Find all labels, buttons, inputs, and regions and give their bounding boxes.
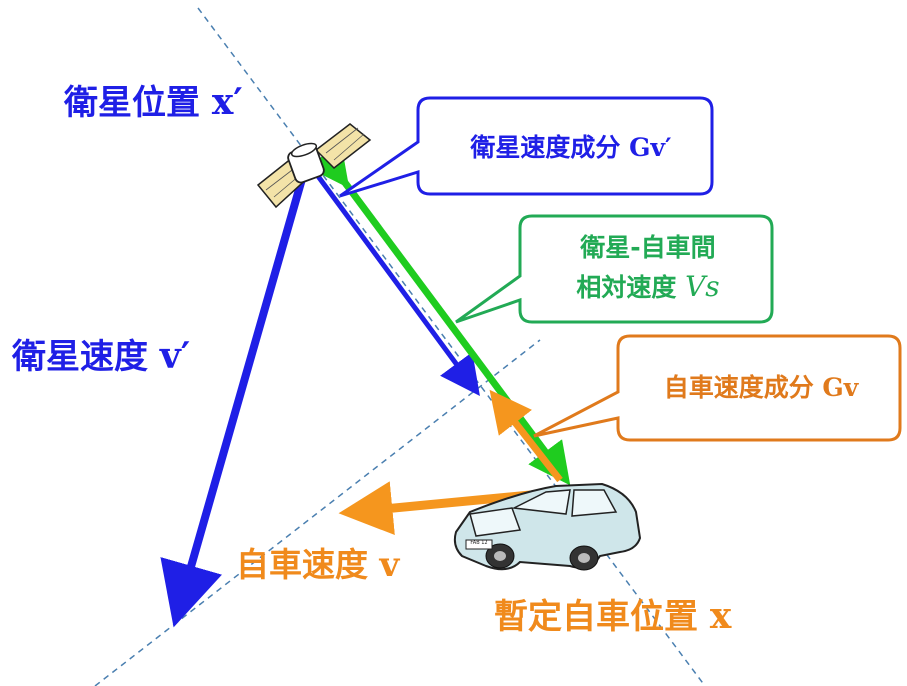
satellite-position-var: x′ xyxy=(211,81,243,123)
tentative-position-var: x xyxy=(709,595,732,637)
orthogonal-plane-dashed xyxy=(94,339,541,686)
relative-velocity-line2-wrap: 相対速度 Vs xyxy=(530,269,766,304)
satellite-icon xyxy=(256,123,372,209)
callout-relative-velocity xyxy=(455,214,774,324)
car-icon xyxy=(453,482,642,571)
satellite-position-label: 衛星位置 x′ xyxy=(64,84,243,120)
sat-velocity-component-var: Gv′ xyxy=(629,133,672,162)
car-velocity-main: 自車速度 xyxy=(236,545,368,584)
callout-sat-velocity-component xyxy=(339,96,714,198)
sat-velocity-component-main: 衛星速度成分 xyxy=(470,133,621,162)
license-plate xyxy=(465,539,493,550)
car-velocity-component-text: 自車速度成分 Gv xyxy=(628,372,894,403)
callout-car-velocity-component xyxy=(533,334,902,442)
car-velocity-component-arrow xyxy=(489,389,563,483)
relative-velocity-line1: 衛星-自車間 xyxy=(580,233,716,262)
relative-velocity-var: Vs xyxy=(685,270,720,304)
satellite-velocity-main: 衛星速度 xyxy=(12,337,148,377)
tentative-position-label: 暫定自車位置 x xyxy=(494,598,731,634)
satellite-velocity-component-arrow xyxy=(309,166,480,397)
car-velocity-label: 自車速度 v xyxy=(236,548,399,582)
satellite-velocity-arrow xyxy=(160,163,310,628)
car-velocity-var: v xyxy=(379,545,400,585)
satellite-velocity-var: v′ xyxy=(159,335,191,377)
relative-velocity-text: 衛星-自車間 相対速度 Vs xyxy=(530,232,766,304)
tentative-position-main: 暫定自車位置 xyxy=(494,597,698,637)
license-plate-text: FAB 12 xyxy=(470,540,488,546)
sat-velocity-component-text: 衛星速度成分 Gv′ xyxy=(440,132,702,163)
car-velocity-component-var: Gv xyxy=(822,373,859,402)
relative-velocity-line2: 相対速度 xyxy=(576,273,677,303)
satellite-velocity-label: 衛星速度 v′ xyxy=(12,338,190,374)
satellite-position-main: 衛星位置 xyxy=(64,83,200,123)
car-velocity-component-main: 自車速度成分 xyxy=(663,373,814,402)
